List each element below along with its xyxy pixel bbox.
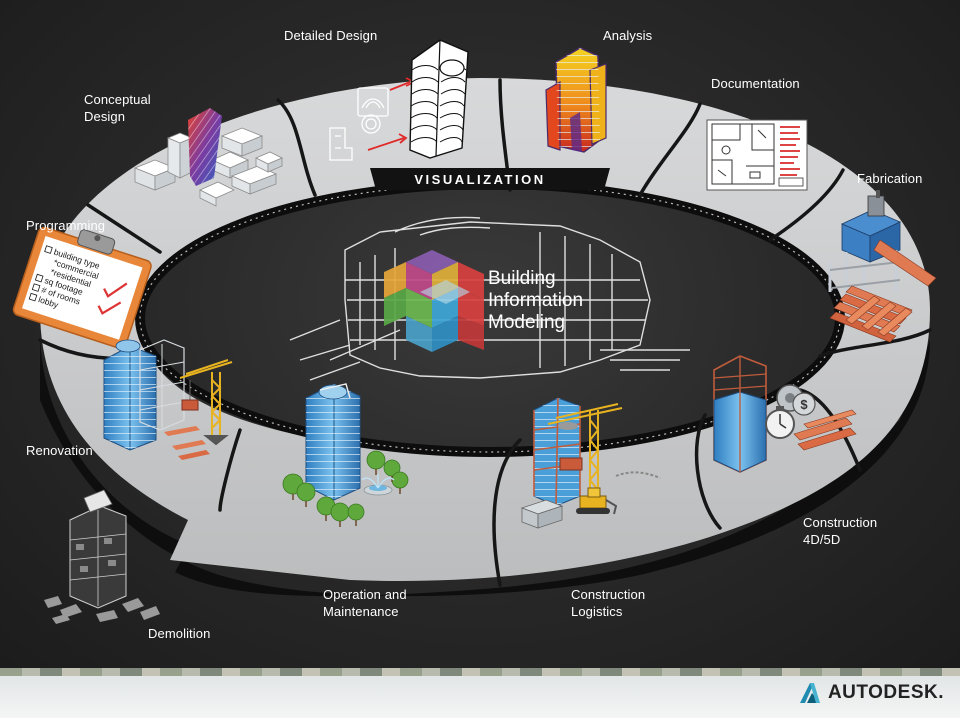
- timber-beams-icon: [793, 409, 857, 451]
- bulldozer-icon: [576, 487, 618, 515]
- clipboard-icon: building type *commercial *residential s…: [12, 226, 152, 350]
- dollar-icon: $: [792, 392, 816, 416]
- stage-label-construction-4d5d: Construction 4D/5D: [803, 515, 878, 547]
- demolition-building-icon: [44, 489, 160, 624]
- bim-lifecycle-diagram: VISUALIZATION: [12, 39, 937, 624]
- autodesk-wordmark: AUTODESK.: [827, 682, 944, 703]
- stage-label-demolition: Demolition: [148, 626, 211, 641]
- analysis-heatmap-building-icon: [545, 47, 607, 153]
- site-cabin-icon: [520, 471, 661, 529]
- wireframe-building-icon: [289, 216, 690, 381]
- stage-label-fabrication: Fabrication: [857, 171, 923, 186]
- stage-label-conceptual-design: Conceptual Design: [84, 92, 151, 124]
- lifecycle-ring: VISUALIZATION: [38, 78, 932, 597]
- stage-label-programming: Programming: [26, 218, 106, 233]
- autodesk-logo-icon: [799, 683, 820, 703]
- bim-diagram-stage: VISUALIZATION: [0, 0, 960, 668]
- autodesk-brand: AUTODESK.: [798, 682, 944, 704]
- bim-cube-icon: [384, 250, 484, 352]
- brick-stack-icon: [164, 426, 210, 460]
- bim-center-title: Building Information Modeling: [488, 268, 584, 333]
- crane-icon: [179, 359, 233, 446]
- svg-text:$: $: [800, 397, 808, 412]
- stage-label-construction-logistics: Construction Logistics: [571, 587, 646, 619]
- massing-model-icon: [133, 108, 283, 207]
- stage-label-documentation: Documentation: [711, 76, 800, 91]
- footer-photo-strip: [0, 668, 960, 676]
- fountain-icon: [361, 474, 395, 496]
- operation-building-icon: [305, 383, 361, 501]
- footer-bar: AUTODESK.: [0, 668, 960, 718]
- renovation-building-icon: [103, 339, 185, 451]
- detailed-design-drawing-icon: [329, 77, 417, 161]
- stage-label-operation-maintenance: Operation and Maintenance: [323, 587, 407, 619]
- crane-icon: [547, 403, 623, 506]
- stopwatch-icon: [765, 406, 795, 439]
- construction-tower-icon: [713, 355, 767, 473]
- documentation-sheet-icon: [706, 119, 808, 191]
- stage-label-analysis: Analysis: [603, 28, 653, 43]
- stage-label-renovation: Renovation: [26, 443, 93, 458]
- tree-icon: [282, 450, 409, 527]
- detailed-tower-icon: [409, 39, 469, 159]
- stage-label-detailed-design: Detailed Design: [284, 28, 378, 43]
- timber-beams-icon: [829, 285, 913, 343]
- fabrication-machine-icon: [828, 190, 937, 306]
- logistics-building-icon: [533, 397, 581, 507]
- visualization-banner: VISUALIZATION: [414, 172, 545, 187]
